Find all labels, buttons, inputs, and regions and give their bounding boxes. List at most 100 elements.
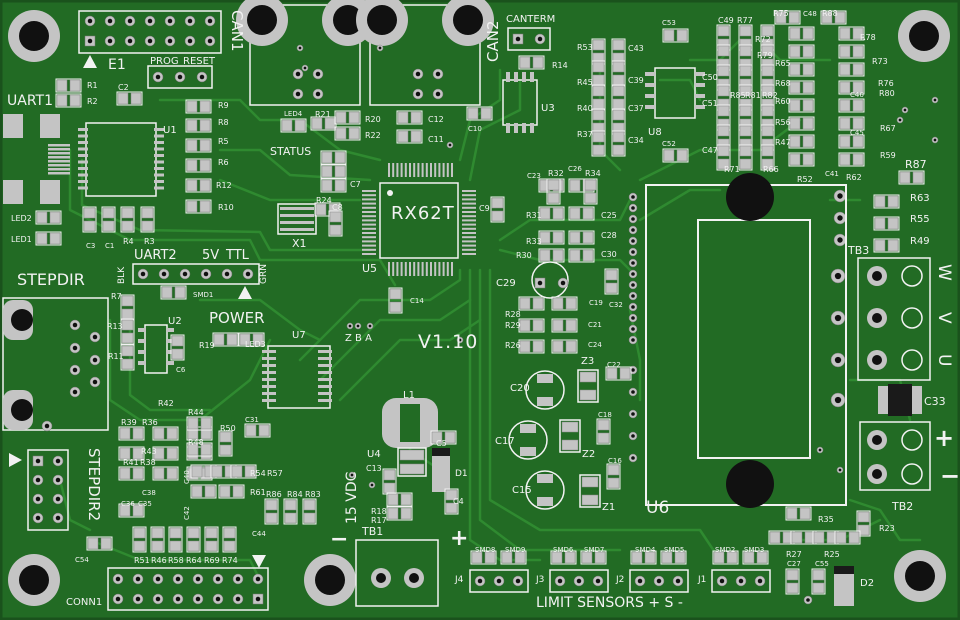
r58-label: R58 — [168, 556, 184, 565]
smd-part-pad — [231, 465, 243, 478]
u7-label: U7 — [292, 330, 306, 341]
conn1-pin-hole — [235, 576, 241, 582]
u5-label: U5 — [362, 262, 378, 275]
mcu-pin — [462, 236, 476, 239]
copper-trace — [338, 318, 482, 402]
r10-label: R10 — [218, 203, 234, 212]
version-label: V1.10 — [418, 331, 479, 353]
zener-outline — [577, 369, 599, 403]
smd-part-pad — [519, 319, 531, 332]
u7-pin — [262, 364, 276, 367]
tb3-side-pin-hole — [837, 215, 843, 221]
smd-jumper-pad — [594, 551, 606, 564]
u1-pin — [154, 128, 164, 131]
smd-cap-outline — [604, 268, 619, 295]
smd-part-outline — [186, 526, 201, 553]
smd-part-pad — [141, 207, 154, 219]
smd-resistor-outline — [185, 158, 212, 173]
copper-trace — [638, 188, 722, 222]
c34-label: C34 — [628, 136, 644, 145]
copper-trace — [68, 148, 397, 287]
tb1-label: TB1 — [362, 525, 384, 538]
smd-part-pad — [717, 65, 730, 77]
smd-jumper-pad — [501, 551, 513, 564]
smd-jumper-pad — [161, 286, 173, 299]
electrolytic-pad — [537, 374, 553, 383]
r11-label: R11 — [108, 352, 124, 361]
smd-part-pad — [132, 447, 144, 460]
smd-part-pad — [83, 220, 96, 232]
e1-pin-hole — [127, 18, 133, 24]
r31-label: R31 — [526, 211, 542, 220]
r64-label: R64 — [186, 556, 202, 565]
smd-part-outline — [518, 318, 545, 333]
smd-jumper-outline — [630, 550, 657, 565]
smd-part-outline — [118, 466, 145, 481]
zener-outline — [579, 474, 601, 508]
c22-label: C22 — [607, 361, 621, 369]
smd-resistor-pad — [187, 417, 199, 430]
smd-part-pad — [791, 531, 803, 544]
smd-jumper-outline — [160, 285, 187, 300]
smd-part-pad — [802, 63, 814, 76]
smd-resistor-pad — [199, 200, 211, 213]
via-hole — [806, 598, 810, 602]
mcu-pin — [434, 163, 437, 177]
smd-part-pad — [761, 125, 774, 137]
c10-label: C10 — [468, 125, 482, 133]
led2-label: LED2 — [11, 214, 32, 223]
c2-label: C2 — [118, 83, 129, 92]
smd-part-pad — [153, 467, 165, 480]
prog-label: PROG — [150, 56, 179, 67]
stepdir-shield-hole — [11, 309, 33, 331]
smd-part-outline — [518, 339, 545, 354]
smd-part-outline — [546, 178, 561, 205]
blk-label: BLK — [117, 266, 127, 284]
smd-part-pad — [119, 467, 131, 480]
smd-part-pad — [519, 340, 531, 353]
tb3-pin-hole — [872, 271, 882, 281]
smd-jumper-outline — [550, 550, 577, 565]
c49-label: C49 — [718, 16, 734, 25]
smd-part-pad — [802, 99, 814, 112]
u7-pin — [318, 357, 332, 360]
tb1-pin-hole — [376, 573, 386, 583]
smd-resistor-pad — [213, 333, 225, 346]
u6-side-pin-hole — [631, 316, 635, 320]
copper-trace — [108, 318, 272, 422]
electrolytic-pad — [537, 497, 553, 506]
smd-resistor-pad — [199, 139, 211, 152]
smd-resistor-pad — [786, 507, 798, 520]
j3-label: J3 — [536, 575, 545, 585]
j4-pin-hole — [496, 578, 502, 584]
r43-label: R43 — [141, 447, 157, 456]
u1-pin — [78, 154, 88, 157]
d1-label: D1 — [455, 469, 468, 479]
smd-part-pad — [565, 340, 577, 353]
u2-pin — [166, 339, 174, 343]
smd-part-pad — [592, 74, 605, 86]
can1-connector-outline — [249, 4, 361, 106]
smd-part-outline — [591, 130, 606, 157]
u6-side-pin-hole — [631, 239, 635, 243]
mcu-pin — [462, 198, 476, 201]
stepdir-pin-hole — [72, 389, 78, 395]
smd-cap-pad — [397, 111, 409, 124]
e1-pin1-arrow — [83, 55, 97, 68]
r83-label: R83 — [305, 490, 321, 499]
via-hole — [838, 468, 842, 472]
uart1-pin — [48, 164, 70, 167]
c23-label: C23 — [527, 172, 541, 180]
r5-label: R5 — [218, 137, 229, 146]
stepdir2-header-outline — [27, 449, 69, 531]
smd-part-outline — [738, 144, 753, 171]
smd-cap-pad — [431, 431, 443, 444]
u7-pin — [262, 378, 276, 381]
smd-part-outline — [101, 206, 116, 233]
smd7-label: SMD7 — [584, 546, 605, 554]
r42-label: R42 — [158, 399, 174, 408]
u3-outline — [502, 79, 538, 126]
zener-pad — [581, 476, 599, 488]
mcu-pin — [462, 227, 476, 230]
j1-pin-hole — [719, 578, 725, 584]
